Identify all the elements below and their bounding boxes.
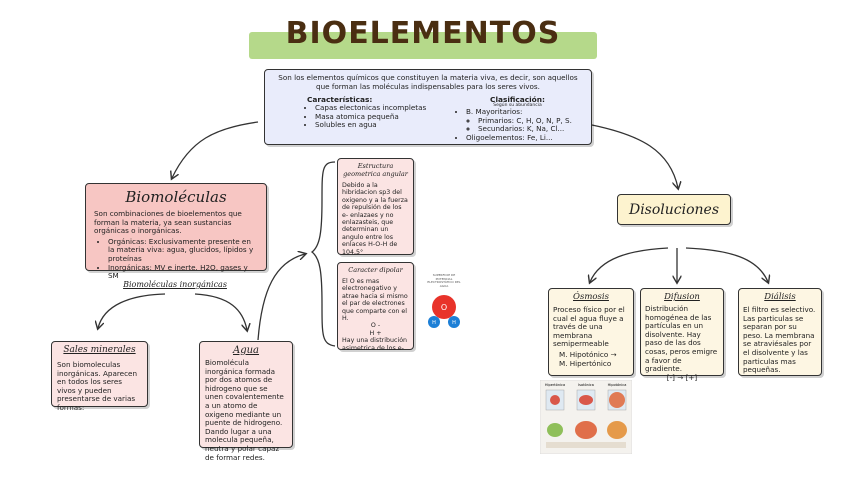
dialisis-text: El filtro es selectivo. Las particulas s… xyxy=(743,305,816,375)
water-molecule-image: O H H xyxy=(428,295,460,328)
sales-text: Son biomoleculas inorgánicas. Aparecen e… xyxy=(57,360,137,412)
dipolar-box: Caracter dipolar El O es mas electronega… xyxy=(337,262,414,352)
caracteristicas-list: Capas electonicas incompletas Masa atomi… xyxy=(301,104,432,130)
dipolar-text2: Hay una distribución asimetrica de los e… xyxy=(342,337,408,352)
dialisis-title: Diálisis xyxy=(764,292,796,302)
list-item: Inorgánicas: MV e inerte. H2O, gases y S… xyxy=(108,263,258,281)
arrow-to-agua xyxy=(194,293,247,330)
atom-h-right-label: H xyxy=(452,320,456,326)
disoluciones-title: Disoluciones xyxy=(628,202,720,218)
arrow-to-sales xyxy=(98,293,166,328)
caracteristicas-title: Características: xyxy=(307,95,373,105)
atom-o-label: O xyxy=(441,303,447,312)
agua-box: Agua Biomolécula inorgánica formada por … xyxy=(199,341,293,461)
dipolar-title: Caracter dipolar xyxy=(348,266,403,274)
intro-text: Son los elementos químicos que constituy… xyxy=(278,73,578,91)
brace xyxy=(310,161,336,347)
list-item: Primarios: C, H, O, N, P, S. xyxy=(478,116,583,126)
osmosis-cells-figure: Hipertónica Isotónica Hipotónica xyxy=(540,380,632,454)
clasificacion-list: B. Mayoritarios: Primarios: C, H, O, N, … xyxy=(452,107,583,143)
biomoleculas-text: Son combinaciones de bioelementos que fo… xyxy=(94,209,242,236)
difusion-text: Distribución homogénea de las partículas… xyxy=(645,304,718,374)
agua-title: Agua xyxy=(232,345,260,356)
arrow-to-dialisis xyxy=(685,247,768,282)
list-item: Solubles en agua xyxy=(315,121,432,130)
arrow-to-biomoleculas xyxy=(172,121,259,178)
arrow-to-disoluciones xyxy=(591,124,678,188)
osmosis-item-1: M. Hipotónico → xyxy=(559,349,617,359)
sales-box: Sales minerales Son biomoleculas inorgán… xyxy=(51,341,148,412)
biomoleculas-list: Orgánicas: Exclusivamente presente en la… xyxy=(94,237,258,281)
atom-h-left-label: H xyxy=(432,320,436,326)
arrow-agua-to-brace xyxy=(257,254,305,341)
difusion-title: Difusion xyxy=(664,292,700,302)
osmosis-box: Ósmosis Proceso físico por el cual el ag… xyxy=(548,288,634,376)
mayoritarios: B. Mayoritarios: xyxy=(466,107,523,117)
biomoleculas-box: Biomoléculas Son combinaciones de bioele… xyxy=(85,183,267,280)
dialisis-box: Diálisis El filtro es selectivo. Las par… xyxy=(738,288,822,376)
estructura-box: Estructura geometrica angular Debido a l… xyxy=(337,158,414,256)
figure-col-3: Hipotónica xyxy=(608,383,627,387)
biomoleculas-title: Biomoléculas xyxy=(125,188,227,206)
estructura-text: Debido a la hibridacion sp3 del oxigeno … xyxy=(342,182,408,256)
dipolar-text: El O es mas electronegativo y atrae haci… xyxy=(342,278,408,323)
clasificacion-title: Clasificación: xyxy=(490,95,545,105)
inorganicas-label: Biomoléculas inorgánicas xyxy=(123,280,227,289)
agua-text: Biomolécula inorgánica formada por dos a… xyxy=(205,358,284,462)
osmosis-item-2: M. Hipertónico xyxy=(559,358,612,368)
title-highlight xyxy=(249,32,597,59)
clasificacion-sub: Según su abundancia xyxy=(493,103,542,109)
osmosis-title: Ósmosis xyxy=(573,292,609,302)
list-item: Masa atomica pequeña xyxy=(315,112,432,122)
figure-col-1: Hipertónica xyxy=(545,383,565,387)
difusion-formula: [-] → [+] xyxy=(666,372,698,382)
list-item: Orgánicas: Exclusivamente presente en la… xyxy=(108,237,258,264)
list-item: Secundarios: K, Na, Cl... xyxy=(478,125,583,134)
list-item: Capas electonicas incompletas xyxy=(315,104,432,113)
sales-title: Sales minerales xyxy=(63,345,136,355)
list-item: Oligoelementos: Fe, Li... xyxy=(466,133,583,143)
estructura-title: Estructura geometrica angular xyxy=(343,162,408,178)
list-item: B. Mayoritarios: Primarios: C, H, O, N, … xyxy=(466,107,583,134)
dipolar-charges: O - H + xyxy=(369,322,382,337)
page-title: BIOELEMENTOS xyxy=(285,16,561,51)
intro-box: Son los elementos químicos que constituy… xyxy=(264,69,592,145)
osmosis-text: Proceso físico por el cual el agua fluye… xyxy=(553,305,625,349)
figure-col-2: Isotónica xyxy=(578,383,594,387)
molecule-caption: SUPERFICIE DE POTENCIAL ELECTROSTÁTICO D… xyxy=(427,273,461,288)
arrow-to-osmosis xyxy=(590,247,669,282)
difusion-box: Difusion Distribución homogénea de las p… xyxy=(640,288,724,381)
disoluciones-box: Disoluciones xyxy=(617,194,731,225)
